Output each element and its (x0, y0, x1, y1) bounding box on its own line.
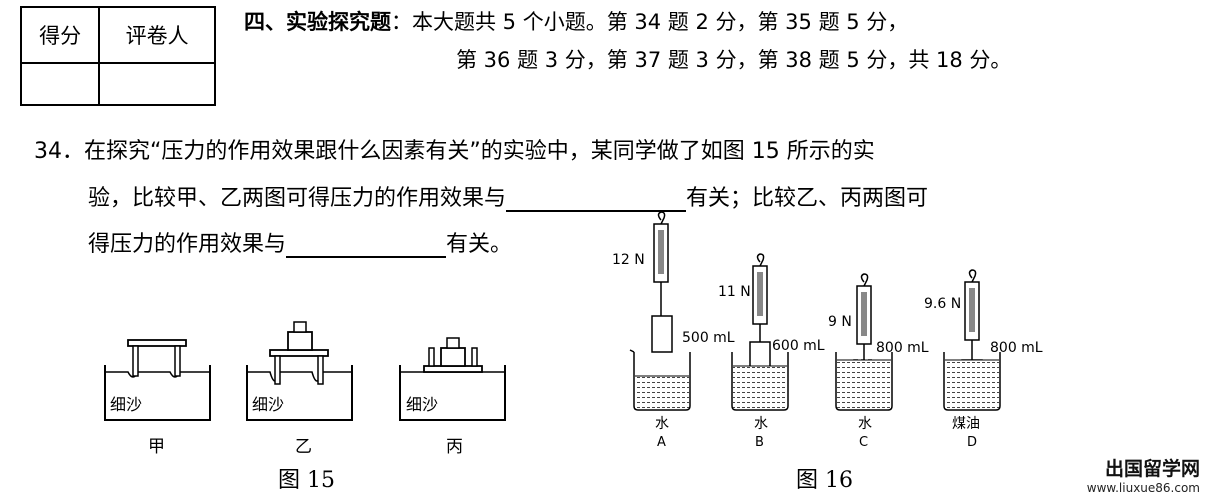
score-table: 得分 评卷人 (19, 6, 216, 106)
letter-b: B (755, 435, 764, 450)
liquid-c: 水 (858, 416, 872, 432)
liquid-b: 水 (754, 416, 768, 432)
question-number: 34． (34, 139, 84, 164)
sand-label-yi: 细沙 (252, 395, 284, 414)
answer-blank-2[interactable] (286, 234, 447, 258)
letter-c: C (859, 435, 868, 450)
figure-16-caption: 图 16 (796, 468, 853, 493)
score-cell (19, 62, 101, 106)
letter-d: D (967, 435, 977, 450)
figure-16-d: 9.6 N 800 mL 煤油 D (924, 269, 1043, 450)
score-header: 得分 (19, 6, 101, 64)
answer-blank-1[interactable] (506, 188, 687, 212)
figure-15-diagram: 细沙 甲 细沙 乙 细沙 丙 (104, 321, 506, 457)
figure-16-diagram: 12 N 500 mL 水 A 11 N 600 mL 水 B 9 N 800 … (612, 211, 1043, 450)
question-line1: 34．在探究“压力的作用效果跟什么因素有关”的实验中，某同学做了如图 15 所示… (34, 139, 875, 164)
watermark-title: 出国留学网 (1104, 458, 1200, 480)
section-desc-line1: ：本大题共 5 个小题。第 34 题 2 分，第 35 题 5 分， (391, 10, 909, 34)
volume-d: 800 mL (990, 340, 1043, 356)
figure-15-jia: 细沙 甲 (104, 339, 211, 457)
sand-label-jia: 细沙 (110, 395, 142, 414)
question-line2: 验，比较甲、乙两图可得压力的作用效果与有关；比较乙、丙两图可 (88, 186, 929, 212)
volume-b: 600 mL (772, 338, 825, 354)
sand-label-bing: 细沙 (406, 395, 438, 414)
figure-15-label-jia: 甲 (148, 437, 165, 457)
reading-c: 9 N (828, 314, 852, 330)
volume-c: 800 mL (876, 340, 929, 356)
liquid-a: 水 (655, 416, 669, 432)
section-title: 四、实验探究题 (244, 10, 391, 34)
liquid-d: 煤油 (952, 416, 980, 432)
figure-15-bing: 细沙 丙 (399, 337, 506, 457)
figure-16-a: 12 N 500 mL 水 A (612, 211, 735, 450)
figure-15-caption: 图 15 (278, 468, 335, 493)
section-desc-line2: 第 36 题 3 分，第 37 题 3 分，第 38 题 5 分，共 18 分。 (456, 48, 1012, 72)
figure-15-yi: 细沙 乙 (246, 321, 353, 457)
reading-b: 11 N (718, 284, 751, 300)
figure-15-label-bing: 丙 (446, 437, 463, 457)
reading-a: 12 N (612, 252, 645, 268)
question-line3: 得压力的作用效果与有关。 (88, 232, 513, 258)
reading-d: 9.6 N (924, 296, 961, 312)
watermark: 出国留学网 www.liuxue86.com (1087, 454, 1200, 495)
figure-16-c: 9 N 800 mL 水 C (828, 273, 929, 450)
figure-16-b: 11 N 600 mL 水 B (718, 253, 825, 450)
grader-cell (98, 62, 216, 106)
volume-a: 500 mL (682, 330, 735, 346)
watermark-url: www.liuxue86.com (1086, 481, 1200, 495)
grader-header: 评卷人 (98, 6, 216, 64)
figure-15-label-yi: 乙 (295, 437, 312, 457)
section-header: 四、实验探究题：本大题共 5 个小题。第 34 题 2 分，第 35 题 5 分… (244, 6, 908, 36)
letter-a: A (657, 435, 666, 450)
